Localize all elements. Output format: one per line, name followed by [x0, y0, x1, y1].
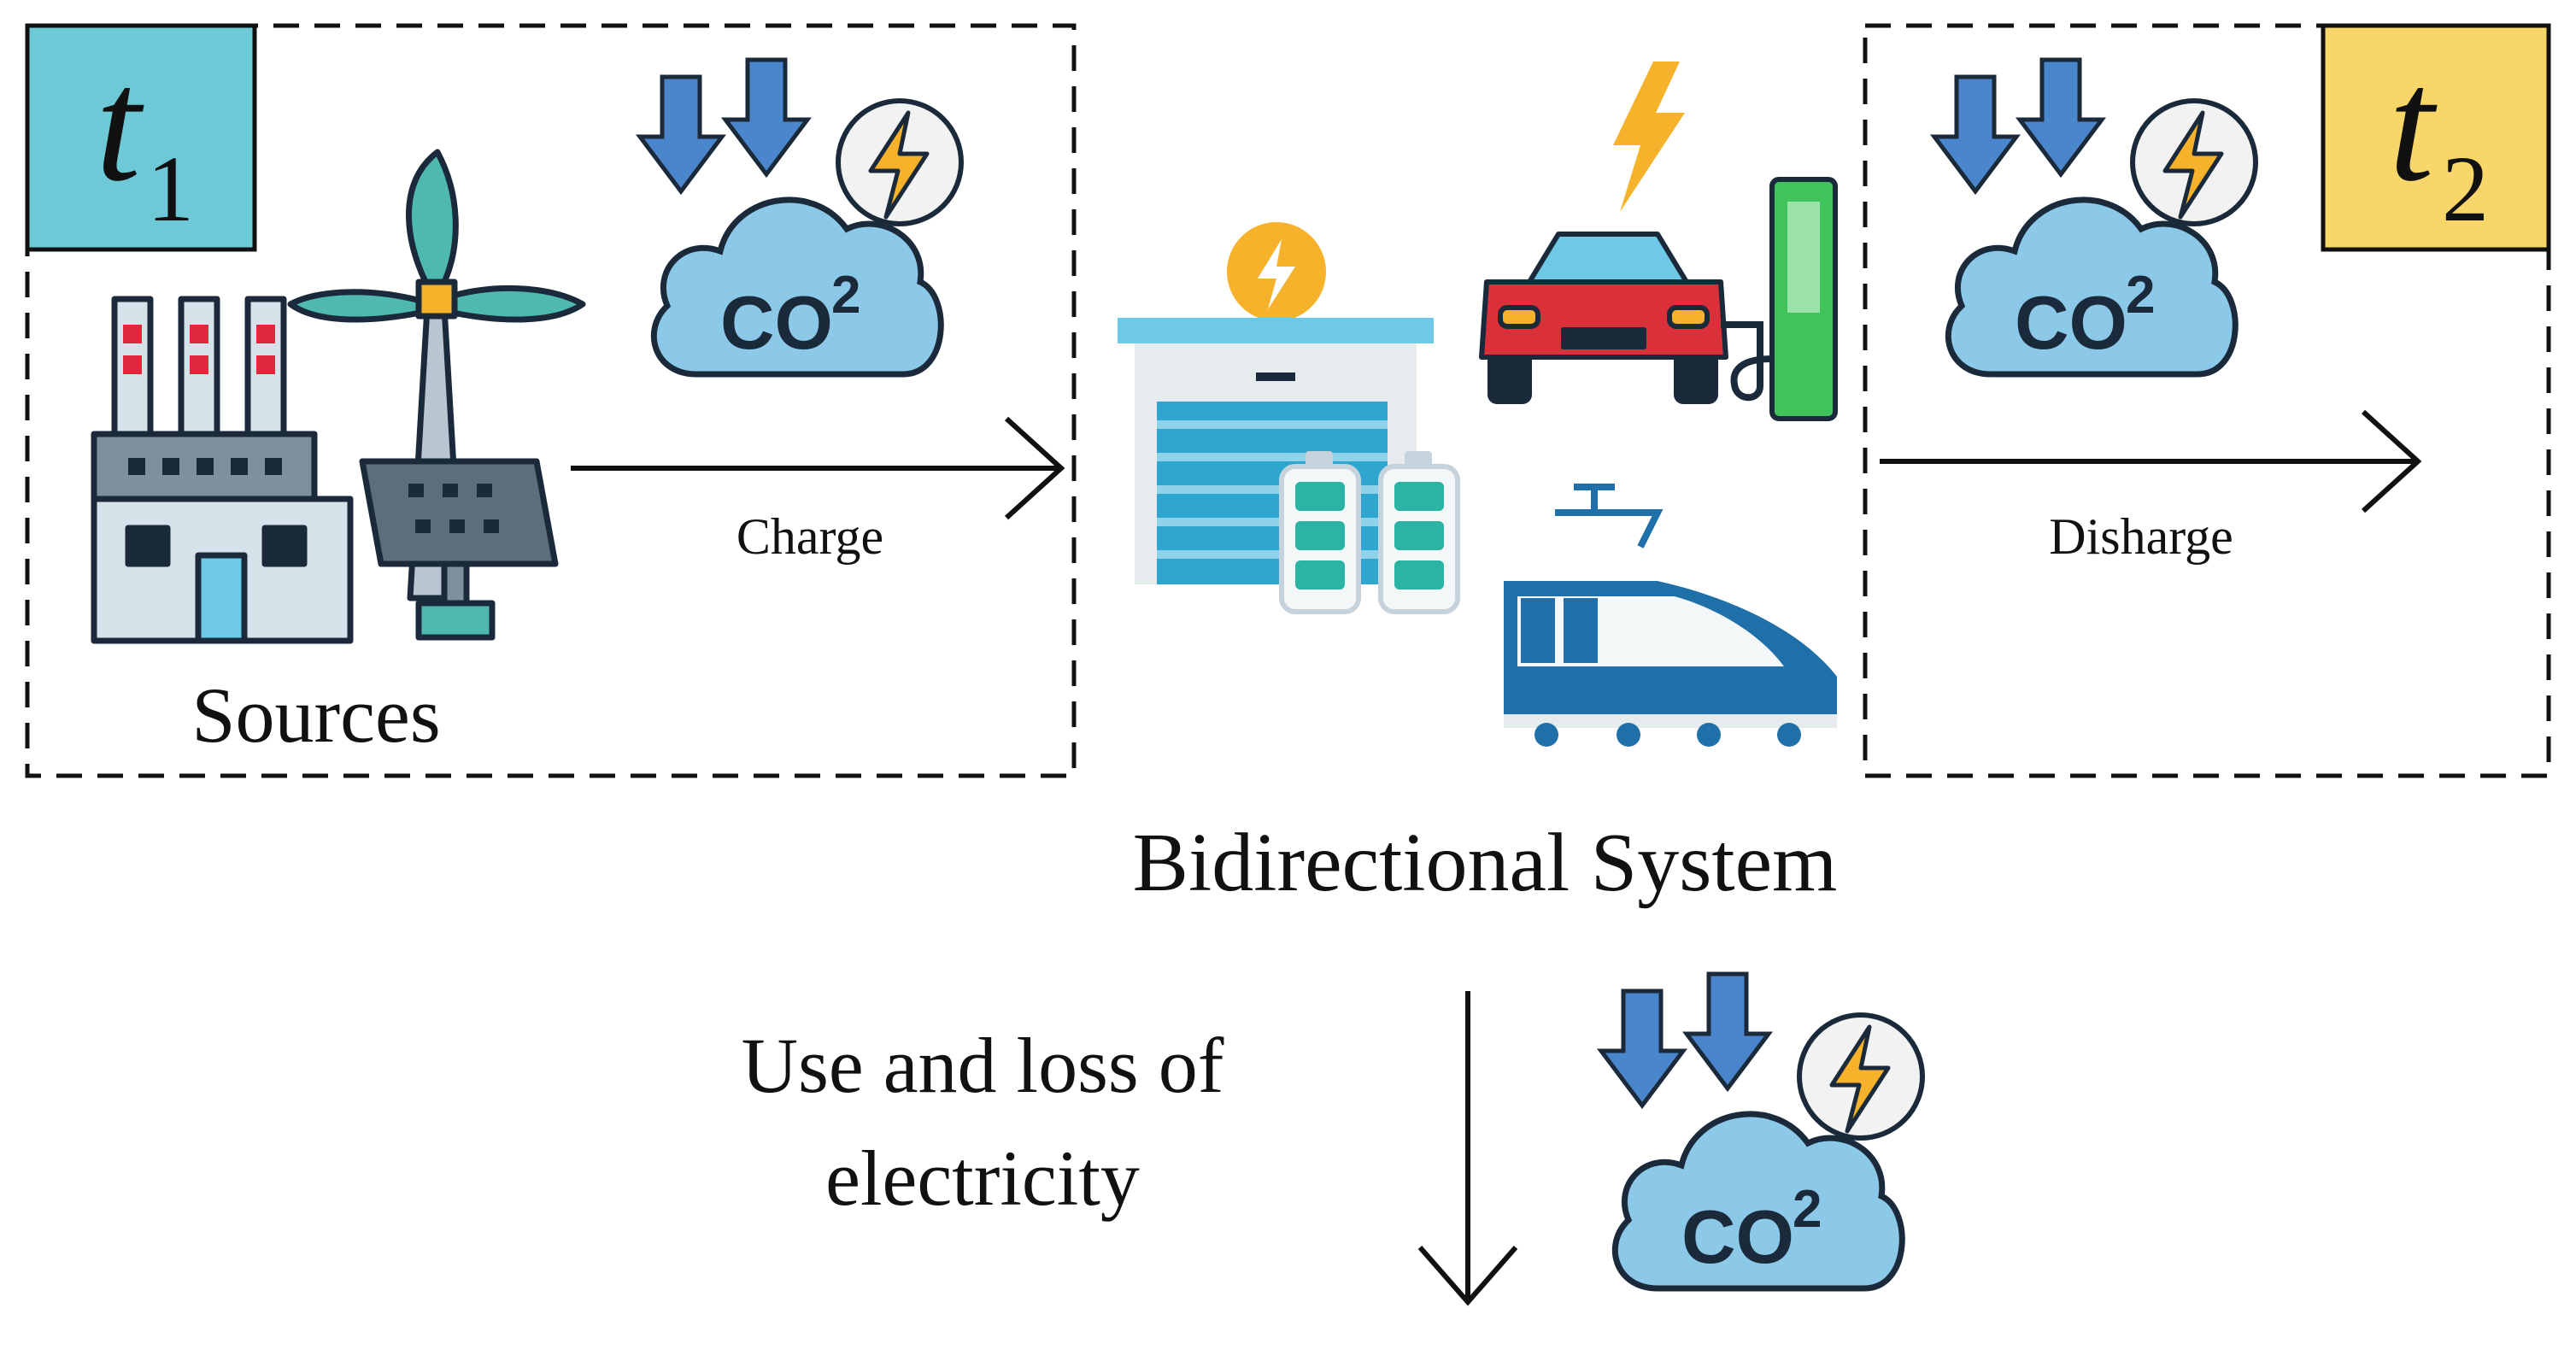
t2-letter: t — [2389, 36, 2438, 215]
co2-text: CO — [720, 280, 833, 365]
co2-superscript: 2 — [2126, 266, 2155, 325]
co2-text: CO — [2015, 280, 2127, 365]
t1-badge: t 1 — [25, 23, 257, 252]
t1-letter: t — [96, 36, 144, 215]
co2-emission-icon-1: CO 2 — [640, 60, 961, 374]
discharge-label: Disharge — [2049, 508, 2233, 565]
use-loss-label-line2: electricity — [825, 1135, 1140, 1222]
energy-storage-building-icon — [1118, 222, 1434, 584]
factory-icon — [91, 296, 354, 644]
battery-icon-2 — [1378, 451, 1460, 614]
t2-dashed-box — [1863, 23, 2551, 778]
t2-badge: t 2 — [2321, 23, 2551, 252]
t1-dashed-box — [25, 23, 1077, 778]
co2-text: CO — [1681, 1194, 1794, 1279]
use-loss-label-line1: Use and loss of — [742, 1022, 1224, 1109]
co2-emission-icon-2: CO 2 — [1934, 60, 2256, 374]
bidirectional-system-label: Bidirectional System — [1133, 817, 1838, 909]
solar-panel-icon — [359, 458, 559, 641]
co2-emission-icon-3: CO 2 — [1601, 974, 1922, 1288]
t2-subscript: 2 — [2442, 137, 2489, 241]
train-icon — [1504, 484, 1837, 747]
charge-arrow — [571, 416, 1065, 520]
co2-superscript: 2 — [1793, 1180, 1822, 1239]
charge-label: Charge — [736, 508, 883, 565]
sources-label: Sources — [191, 672, 440, 759]
use-loss-arrow — [1417, 991, 1518, 1306]
t1-subscript: 1 — [147, 137, 194, 241]
electric-car-icon — [1479, 232, 1728, 404]
discharge-arrow — [1880, 409, 2422, 513]
lightning-bolt-icon — [1613, 62, 1685, 212]
battery-icon-1 — [1279, 451, 1361, 614]
co2-superscript: 2 — [831, 266, 860, 325]
charging-station-icon — [1721, 177, 1838, 421]
